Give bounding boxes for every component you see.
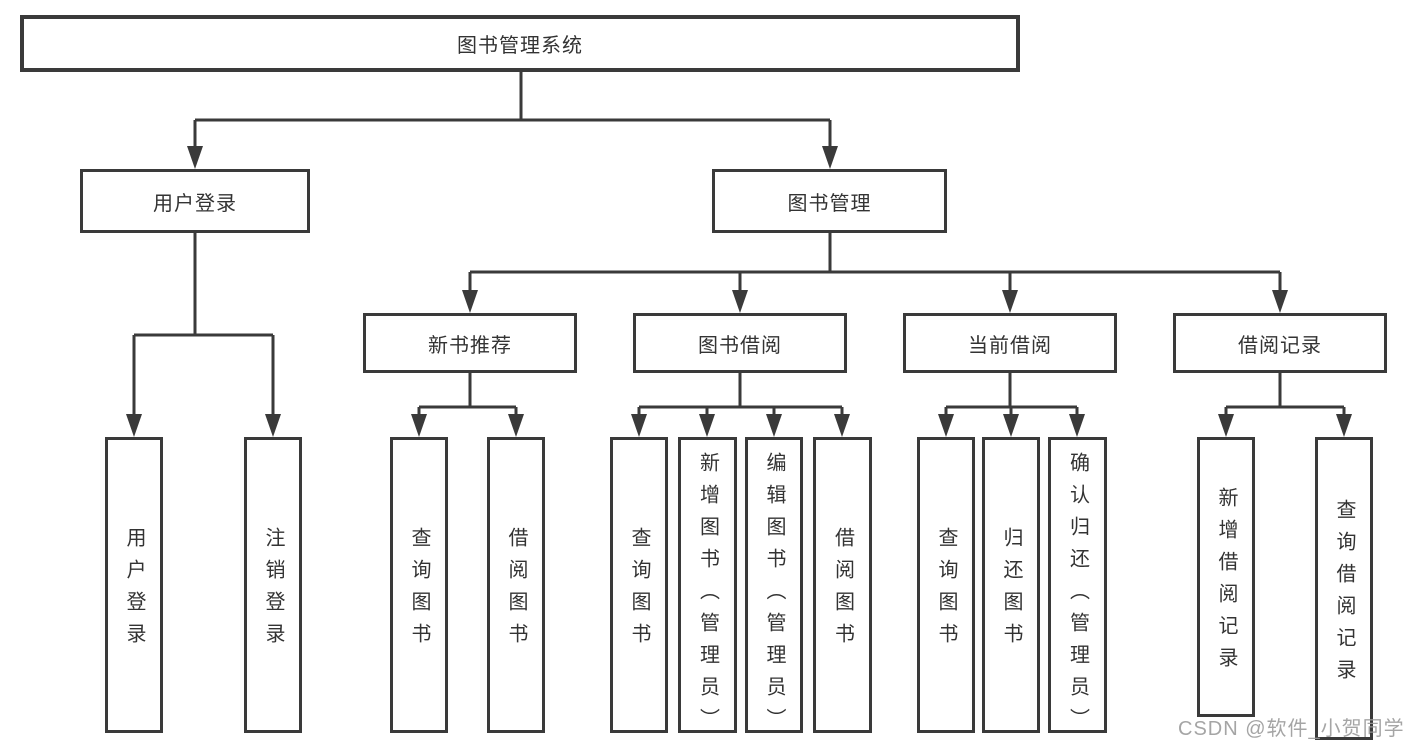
leaf-query-books-current: 查询图书 <box>917 437 975 733</box>
leaf-query-books-borrowing: 查询图书 <box>610 437 668 733</box>
node-borrowing-records: 借阅记录 <box>1173 313 1387 373</box>
leaf-label: 新增图书（管理员） <box>696 452 719 740</box>
leaf-label: 归还图书 <box>1000 527 1022 655</box>
node-new-book-recommendation: 新书推荐 <box>363 313 577 373</box>
leaf-user-login: 用户登录 <box>105 437 163 733</box>
node-label: 新书推荐 <box>428 334 512 357</box>
leaf-confirm-return-admin: 确认归还（管理员） <box>1048 437 1107 740</box>
leaf-add-borrow-record: 新增借阅记录 <box>1197 437 1255 717</box>
node-label: 图书管理系统 <box>457 35 583 57</box>
node-label: 当前借阅 <box>968 334 1052 357</box>
node-user-login: 用户登录 <box>80 169 310 233</box>
leaf-borrow-books: 借阅图书 <box>813 437 872 733</box>
leaf-add-book-admin: 新增图书（管理员） <box>678 437 737 740</box>
leaf-label: 注销登录 <box>262 527 284 655</box>
leaf-label: 确认归还（管理员） <box>1066 452 1089 740</box>
leaf-label: 用户登录 <box>123 527 145 655</box>
node-book-management: 图书管理 <box>712 169 947 233</box>
node-current-borrowing: 当前借阅 <box>903 313 1117 373</box>
node-label: 图书借阅 <box>698 334 782 357</box>
leaf-query-borrow-record: 查询借阅记录 <box>1315 437 1373 740</box>
leaf-return-books: 归还图书 <box>982 437 1040 733</box>
leaf-query-books-recommend: 查询图书 <box>390 437 448 733</box>
leaf-label: 编辑图书（管理员） <box>763 452 785 740</box>
watermark-csdn: CSDN @软件_小贺同学 <box>1178 718 1405 740</box>
node-label: 用户登录 <box>153 192 237 215</box>
leaf-label: 借阅图书 <box>831 527 854 655</box>
leaf-label: 查询图书 <box>408 527 430 655</box>
node-label: 图书管理 <box>787 192 872 215</box>
leaf-logout: 注销登录 <box>244 437 302 733</box>
leaf-label: 查询图书 <box>935 527 957 655</box>
node-label: 借阅记录 <box>1238 334 1322 357</box>
leaf-label: 新增借阅记录 <box>1215 487 1237 679</box>
node-book-borrowing: 图书借阅 <box>633 313 847 373</box>
leaf-label: 借阅图书 <box>505 527 527 655</box>
leaf-label: 查询图书 <box>628 527 650 655</box>
node-library-management-system: 图书管理系统 <box>20 15 1020 72</box>
leaf-edit-book-admin: 编辑图书（管理员） <box>745 437 803 740</box>
leaf-label: 查询借阅记录 <box>1333 498 1355 691</box>
leaf-borrow-books-recommend: 借阅图书 <box>487 437 545 733</box>
